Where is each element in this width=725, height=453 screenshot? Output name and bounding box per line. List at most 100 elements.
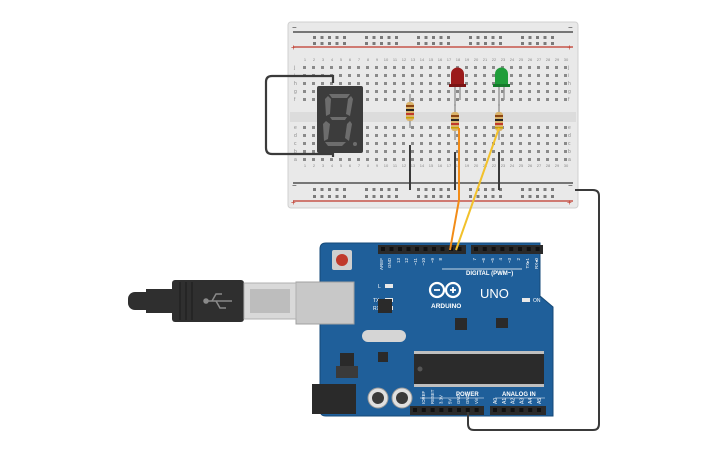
power-pin-label: GND — [465, 394, 470, 404]
column-number: 22 — [492, 163, 497, 168]
column-number: 11 — [393, 57, 398, 62]
row-letter: b — [294, 149, 297, 155]
pin-label: ~5 — [490, 258, 495, 264]
analog-pin-label: A0 — [493, 398, 499, 404]
seven-segment-display[interactable]: 8. — [317, 86, 363, 153]
green-led[interactable] — [493, 67, 510, 107]
analog-pin-label: A1 — [502, 398, 508, 404]
column-number: 10 — [384, 163, 389, 168]
column-number: 11 — [393, 163, 398, 168]
column-number: 27 — [537, 163, 542, 168]
reset-button[interactable] — [336, 254, 348, 266]
column-number: 13 — [411, 57, 416, 62]
power-pin-label: GND — [456, 394, 461, 404]
crystal — [362, 330, 406, 342]
power-pin-label: Vin — [474, 397, 479, 404]
column-number: 19 — [465, 57, 470, 62]
row-letter: d — [568, 133, 571, 139]
column-number: 24 — [510, 163, 515, 168]
row-letter: a — [568, 157, 571, 163]
column-number: 26 — [528, 163, 533, 168]
wire-black-gnd[interactable] — [467, 189, 600, 431]
column-number: 7 — [358, 163, 361, 168]
rail-minus-right-bottom: − — [568, 181, 573, 190]
column-number: 16 — [438, 163, 443, 168]
pin-label: RX◂0 — [534, 258, 539, 270]
row-letter: c — [294, 141, 297, 147]
pin-label: ~10 — [421, 258, 426, 266]
column-number: 23 — [501, 57, 506, 62]
resistor-2[interactable] — [451, 104, 459, 140]
brand-label: ARDUINO — [431, 303, 461, 310]
column-number: 4 — [331, 57, 334, 62]
column-number: 6 — [349, 57, 352, 62]
row-letter: h — [568, 81, 571, 87]
column-number: 19 — [465, 163, 470, 168]
column-number: 12 — [402, 163, 407, 168]
loop-wire[interactable] — [264, 74, 335, 157]
pin-label: GND — [387, 257, 392, 268]
row-letter: j — [293, 65, 295, 71]
row-letter: e — [294, 125, 297, 131]
usb-cable[interactable] — [128, 280, 297, 322]
row-letter: f — [294, 97, 296, 103]
column-number: 20 — [474, 57, 479, 62]
rail-minus-left-top: − — [292, 23, 297, 32]
column-number: 22 — [492, 57, 497, 62]
row-letter: a — [294, 157, 297, 163]
led-label-rx: RX — [373, 306, 381, 312]
wire-orange-red-led[interactable] — [449, 128, 460, 251]
pin-label: ~9 — [430, 258, 435, 264]
pin-label: ~6 — [481, 258, 486, 264]
row-letter: e — [568, 125, 571, 131]
column-number: 3 — [322, 57, 325, 62]
column-number: 7 — [358, 57, 361, 62]
column-number: 28 — [546, 57, 551, 62]
usb-port[interactable] — [295, 281, 355, 325]
row-letter: g — [568, 89, 571, 95]
column-number: 25 — [519, 163, 524, 168]
pin-label: 13 — [396, 258, 401, 264]
row-letter: j — [567, 65, 569, 71]
led-label-tx: TX — [373, 298, 380, 304]
pin-label: AREF — [379, 258, 384, 270]
analog-pin-label: A4 — [528, 398, 534, 404]
power-jack[interactable] — [312, 384, 356, 414]
column-number: 29 — [555, 163, 560, 168]
column-number: 1 — [304, 163, 307, 168]
column-number: 12 — [402, 57, 407, 62]
red-led[interactable] — [449, 67, 466, 107]
row-letter: h — [294, 81, 297, 87]
column-number: 17 — [447, 163, 452, 168]
column-number: 10 — [384, 57, 389, 62]
breadboard[interactable]: 1122334455667788991010111112121313141415… — [287, 21, 579, 209]
column-number: 20 — [474, 163, 479, 168]
led-label-l: L — [378, 284, 381, 290]
resistor-1[interactable] — [406, 94, 414, 128]
column-number: 6 — [349, 163, 352, 168]
rail-minus-left-bottom: − — [292, 181, 297, 190]
column-number: 30 — [564, 57, 569, 62]
column-number: 9 — [376, 57, 379, 62]
pin-label: 8 — [438, 258, 443, 261]
row-letter: c — [568, 141, 571, 147]
pin-label: 7 — [472, 258, 477, 261]
pin-label: 4 — [498, 258, 503, 261]
column-number: 28 — [546, 163, 551, 168]
analog-pin-label: A5 — [537, 398, 543, 404]
column-number: 25 — [519, 57, 524, 62]
column-number: 8 — [367, 163, 370, 168]
pin-label: 2 — [516, 258, 521, 261]
wire-yellow-green-led[interactable] — [455, 127, 500, 251]
digital-label: DIGITAL (PWM~) — [466, 271, 513, 277]
column-number: 13 — [411, 163, 416, 168]
resistor-3[interactable] — [495, 104, 503, 140]
rail-plus-left-top: + — [291, 43, 296, 52]
on-label: ON — [533, 298, 541, 304]
power-pin-label: IOREF — [421, 390, 426, 404]
row-letter: b — [568, 149, 571, 155]
rail-plus-right-top: + — [567, 43, 572, 52]
row-letter: g — [294, 89, 297, 95]
usb-icon — [203, 293, 232, 309]
